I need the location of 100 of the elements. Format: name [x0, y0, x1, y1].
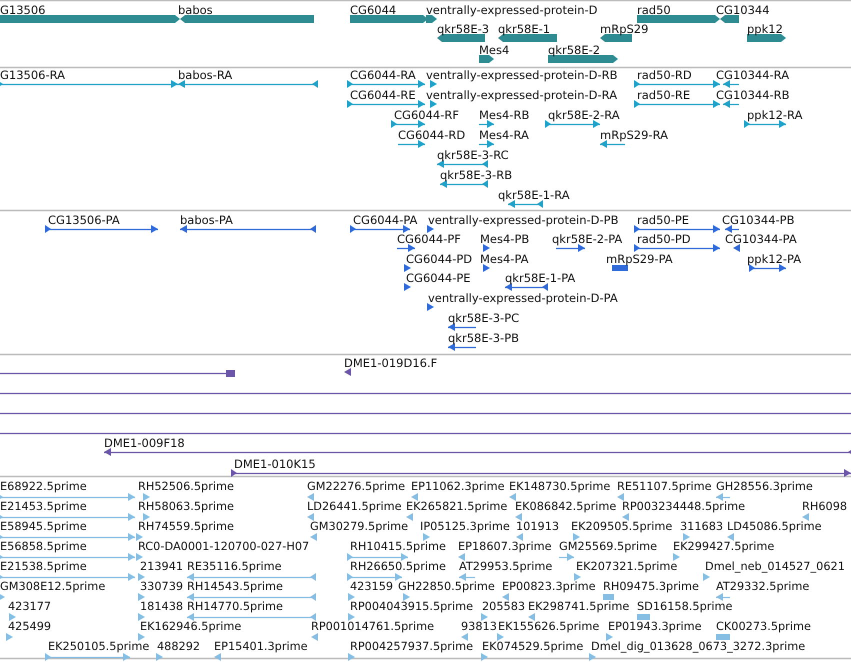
est-label: E21538.5prime: [0, 560, 87, 574]
transcript-label: CG6044-RE: [350, 88, 416, 102]
est-label: E56858.5prime: [0, 540, 87, 554]
transcript-label: CG6044-RA: [350, 68, 416, 82]
est-label: RC0-DA0001-120700-027-H07: [138, 540, 310, 554]
clone-label: DME1-010K15: [234, 457, 316, 471]
est-label: EP15401.3prime: [214, 640, 308, 654]
transcript-label: mRpS29-PA: [606, 252, 673, 266]
transcript-label: CG6044-RD: [398, 128, 466, 142]
est-label: RP004257937.5prime: [350, 640, 474, 654]
est-label: GM30279.5prime: [310, 520, 408, 534]
transcript-label: CG6044-PE: [406, 271, 471, 285]
transcript-label: CG6044-PA: [353, 213, 418, 227]
est-label: EK148730.5prime: [509, 480, 610, 494]
est-label: RH26650.5prime: [350, 560, 446, 574]
est-label: GM22276.5prime: [307, 480, 406, 494]
clone-label: DME1-009F18: [104, 436, 185, 450]
transcript-label: qkr58E-3-RB: [440, 168, 512, 182]
est-label: EK250105.5prime: [48, 640, 150, 654]
est-label: EP11062.3prime: [411, 480, 505, 494]
transcript-label: ppk12-RA: [747, 108, 802, 122]
gene-label: babos: [178, 3, 213, 17]
est-label: Dmel_dig_013628_0673_3272.3prime: [591, 640, 806, 654]
est-label: EP18607.3prime: [458, 540, 552, 554]
est-label: E68922.5prime: [0, 480, 87, 494]
transcript-label: ventrally-expressed-protein-D-PB: [428, 213, 618, 227]
est-label: RE35116.5prime: [187, 560, 282, 574]
gene-label: CG10344: [716, 3, 770, 17]
est-label: EK155626.5prime: [498, 620, 600, 634]
est-label: LD26441.5prime: [307, 500, 402, 514]
gene-label: Mes4: [479, 43, 510, 57]
transcript-label: G13506-RA: [0, 68, 66, 82]
est-label: 425499: [8, 620, 52, 634]
transcript-label: qkr58E-2-PA: [552, 232, 622, 246]
transcript-label: ventrally-expressed-protein-D-RB: [426, 68, 618, 82]
transcript-label: Mes4-PB: [480, 232, 530, 246]
est-label: RP003234448.5prime: [622, 500, 746, 514]
est-label: RH14770.5prime: [187, 600, 283, 614]
est-label: EP01943.3prime: [608, 620, 702, 634]
est-label: 423177: [8, 600, 52, 614]
est-label: RH14543.5prime: [187, 580, 283, 594]
transcript-label: Mes4-RB: [479, 108, 530, 122]
transcript-label: qkr58E-3-PC: [448, 311, 520, 325]
transcript-label: CG13506-PA: [48, 213, 120, 227]
est-label: 311683: [680, 520, 724, 534]
transcript-label: Mes4-RA: [479, 128, 529, 142]
est-label: LD45086.5prime: [727, 520, 822, 534]
gene-label: qkr58E-3: [437, 22, 490, 36]
transcript-label: qkr58E-3-PB: [448, 331, 520, 345]
transcript-label: babos-PA: [180, 213, 233, 227]
est-label: RH10415.5prime: [350, 540, 446, 554]
est-label: CK00273.5prime: [716, 620, 811, 634]
est-label: GH22850.5prime: [398, 580, 495, 594]
transcript-label: CG10344-RA: [716, 68, 790, 82]
transcript-label: ventrally-expressed-protein-D-PA: [428, 291, 618, 305]
transcript-label: Mes4-PA: [480, 252, 529, 266]
est-label: E58945.5prime: [0, 520, 87, 534]
est-label: Dmel_neb_014527_0621: [705, 560, 845, 574]
transcript-label: CG10344-RB: [716, 88, 790, 102]
transcript-label: rad50-PD: [637, 232, 691, 246]
transcript-label: CG6044-PD: [406, 252, 472, 266]
est-label: 93813: [461, 620, 497, 634]
transcript-label: CG10344-PB: [722, 213, 794, 227]
est-label: 213941: [140, 560, 184, 574]
est-label: RH6098: [802, 500, 848, 514]
gene-label: ppk12: [747, 22, 783, 36]
est-label: E21453.5prime: [0, 500, 87, 514]
est-label: AT29332.5prime: [716, 580, 810, 594]
est-label: RE51107.5prime: [617, 480, 712, 494]
transcript-label: rad50-PE: [637, 213, 690, 227]
est-label: RP001014761.5prime: [311, 620, 434, 634]
gene-label: ventrally-expressed-protein-D: [426, 3, 598, 17]
clone-label: DME1-019D16.F: [344, 356, 438, 370]
est-label: EK074529.5prime: [482, 640, 584, 654]
transcript-label: ppk12-PA: [747, 252, 802, 266]
gene-label: G13506: [0, 3, 46, 17]
est-label: 205583: [482, 600, 526, 614]
est-label: 101913: [516, 520, 560, 534]
est-label: EK298741.5prime: [528, 600, 630, 614]
transcript-label: mRpS29-RA: [600, 128, 668, 142]
gene-label: mRpS29: [600, 22, 648, 36]
est-label: RH52506.5prime: [138, 480, 234, 494]
transcript-label: qkr58E-1-PA: [505, 271, 576, 285]
est-label: EK265821.5prime: [406, 500, 508, 514]
transcript-label: babos-RA: [178, 68, 232, 82]
est-label: EK209505.5prime: [571, 520, 672, 534]
est-label: GM308E12.5prime: [0, 580, 106, 594]
est-label: IP05125.3prime: [420, 520, 510, 534]
est-label: SD16158.5prime: [637, 600, 732, 614]
est-label: RP004043915.5prime: [350, 600, 474, 614]
est-label: RH58063.5prime: [138, 500, 234, 514]
est-label: EP00823.3prime: [502, 580, 596, 594]
gene-label: qkr58E-2: [548, 43, 600, 57]
transcript-label: qkr58E-2-RA: [548, 108, 620, 122]
transcript-label: qkr58E-1-RA: [498, 188, 570, 202]
est-label: AT29953.5prime: [459, 560, 552, 574]
transcript-label: rad50-RE: [637, 88, 690, 102]
est-label: 488292: [157, 640, 200, 654]
est-label: EK086842.5prime: [515, 500, 616, 514]
est-label: 181438: [140, 600, 184, 614]
